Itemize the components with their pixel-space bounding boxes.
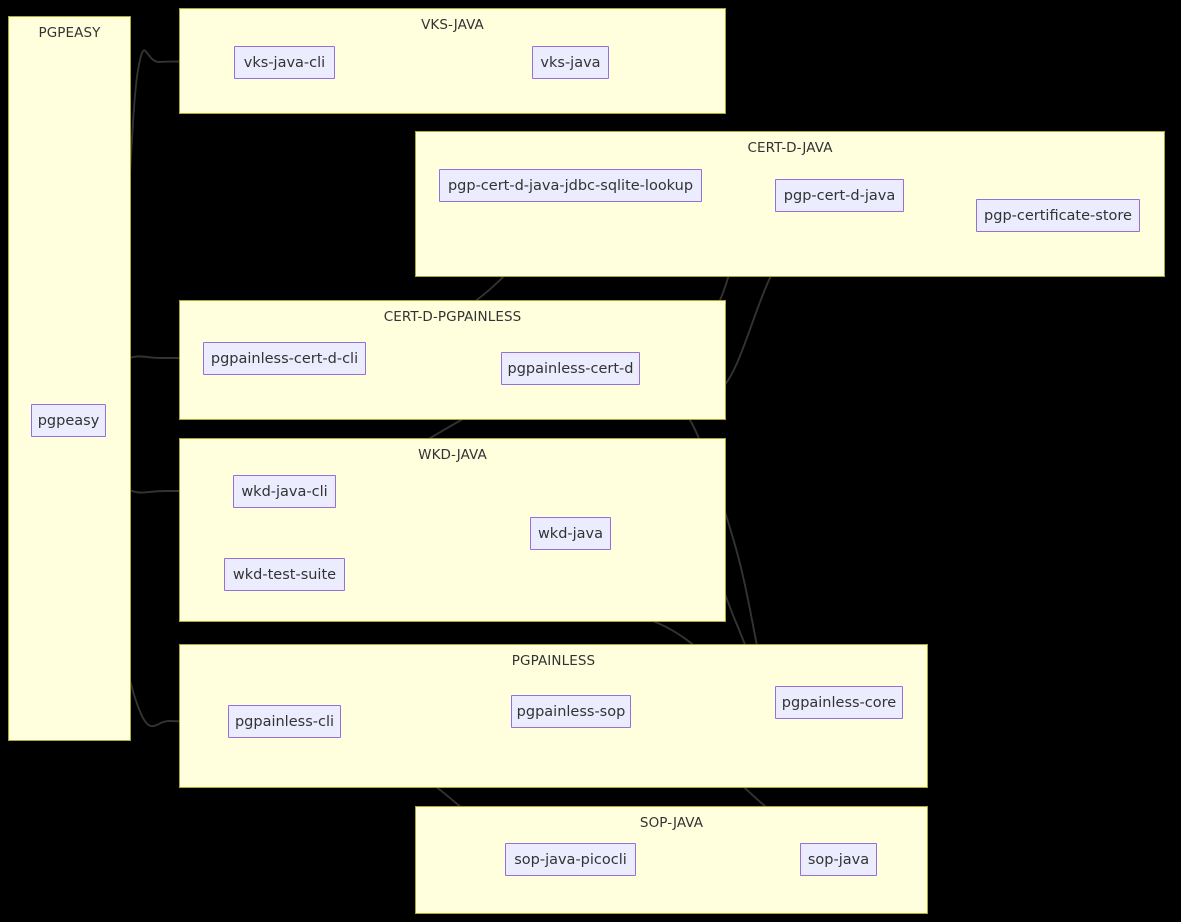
node-wkd_test_suite[interactable]: wkd-test-suite <box>224 558 345 591</box>
node-pgp_cert_d_java[interactable]: pgp-cert-d-java <box>775 179 904 212</box>
cluster-label-cert_d_pgpainless: CERT-D-PGPAINLESS <box>383 309 522 325</box>
node-pgpainless_cert_d_cli[interactable]: pgpainless-cert-d-cli <box>203 342 366 375</box>
cluster-label-sop_java: SOP-JAVA <box>639 815 704 831</box>
node-pgpainless_cli[interactable]: pgpainless-cli <box>228 705 341 738</box>
node-vks_java[interactable]: vks-java <box>532 46 609 79</box>
node-wkd_java_cli[interactable]: wkd-java-cli <box>233 475 336 508</box>
node-vks_java_cli[interactable]: vks-java-cli <box>234 46 335 79</box>
cluster-label-wkd_java: WKD-JAVA <box>418 447 487 463</box>
node-sop_java_picocli[interactable]: sop-java-picocli <box>505 843 636 876</box>
cluster-wkd_java: WKD-JAVA <box>179 438 726 622</box>
cluster-label-vks_java: VKS-JAVA <box>421 17 484 33</box>
node-pgpeasy[interactable]: pgpeasy <box>31 404 106 437</box>
cluster-label-cert_d_java: CERT-D-JAVA <box>747 140 833 156</box>
node-wkd_java[interactable]: wkd-java <box>530 517 611 550</box>
node-pgp_certificate_store[interactable]: pgp-certificate-store <box>976 199 1140 232</box>
node-pgpainless_sop[interactable]: pgpainless-sop <box>511 695 631 728</box>
node-pgpainless_cert_d[interactable]: pgpainless-cert-d <box>501 352 640 385</box>
cluster-pgpeasy: PGPEASY <box>8 16 131 741</box>
node-sop_java[interactable]: sop-java <box>800 843 877 876</box>
cluster-label-pgpainless: PGPAINLESS <box>511 653 596 669</box>
node-pgp_cert_d_java_jdbc_sqlite_lookup[interactable]: pgp-cert-d-java-jdbc-sqlite-lookup <box>439 169 702 202</box>
node-pgpainless_core[interactable]: pgpainless-core <box>775 686 903 719</box>
cluster-label-pgpeasy: PGPEASY <box>38 25 101 41</box>
